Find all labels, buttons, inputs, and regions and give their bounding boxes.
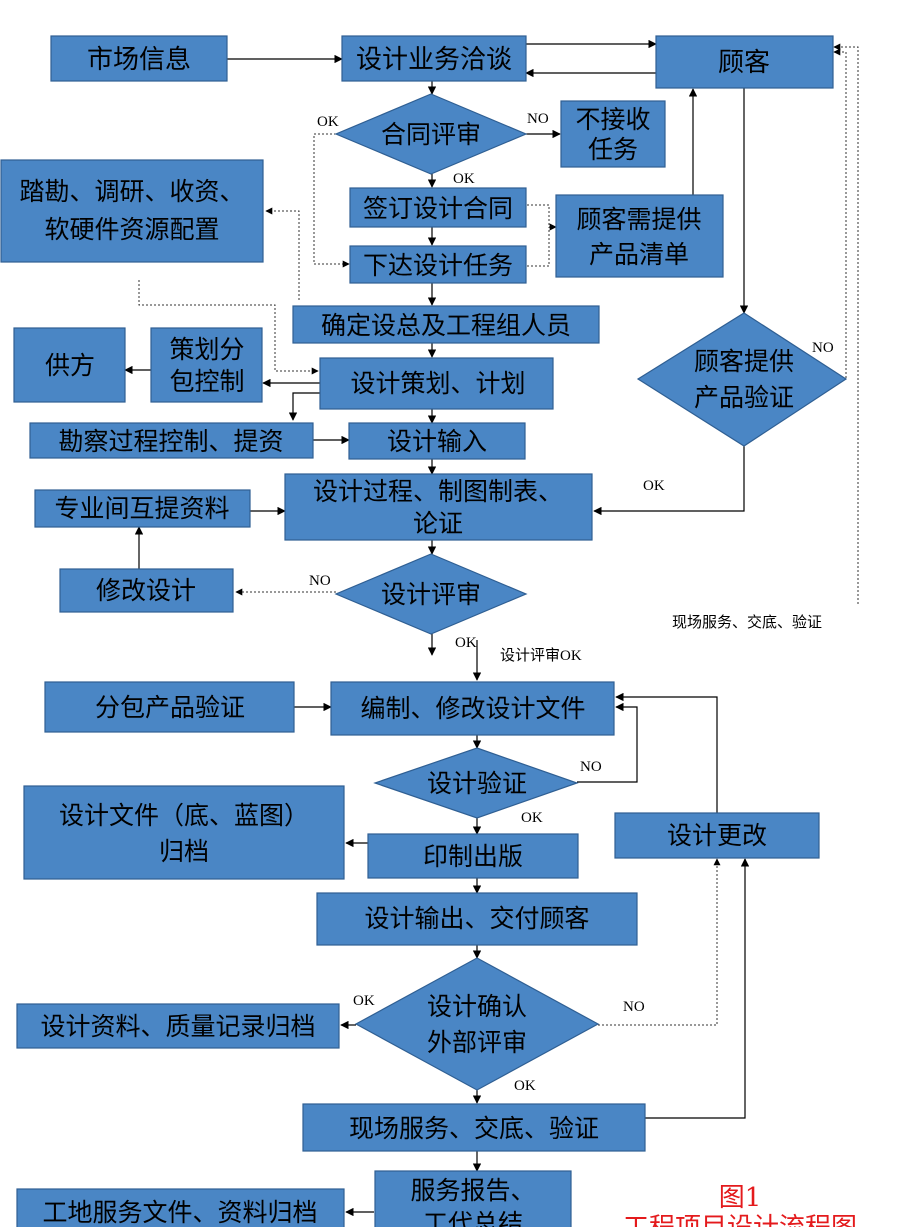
label-ok: OK bbox=[643, 478, 665, 494]
svg-text:软硬件资源配置: 软硬件资源配置 bbox=[44, 215, 219, 244]
node-market: 市场信息 bbox=[50, 35, 228, 82]
decision-customer-verify: 顾客提供 产品验证 bbox=[636, 312, 848, 447]
svg-text:供方: 供方 bbox=[45, 351, 95, 380]
node-archive-docs: 设计文件（底、蓝图） 归档 bbox=[23, 785, 345, 880]
node-print: 印制出版 bbox=[367, 833, 579, 879]
svg-text:设计业务洽谈: 设计业务洽谈 bbox=[356, 45, 512, 75]
svg-text:设计输出、交付顾客: 设计输出、交付顾客 bbox=[364, 904, 589, 933]
node-reject: 不接收 任务 bbox=[560, 100, 666, 168]
node-planning: 设计策划、计划 bbox=[319, 357, 554, 410]
svg-text:服务报告、: 服务报告、 bbox=[410, 1176, 535, 1205]
node-customer-list: 顾客需提供 产品清单 bbox=[555, 194, 724, 278]
svg-text:市场信息: 市场信息 bbox=[87, 45, 191, 75]
svg-text:设计更改: 设计更改 bbox=[667, 821, 767, 850]
edges bbox=[124, 39, 750, 1217]
svg-text:论证: 论证 bbox=[413, 509, 463, 538]
decision-verification: 设计验证 bbox=[373, 747, 579, 819]
label-ok: OK bbox=[455, 635, 477, 651]
label-review-ok: 设计评审OK bbox=[500, 647, 582, 664]
node-compile: 编制、修改设计文件 bbox=[330, 681, 615, 736]
node-survey: 踏勘、调研、收资、 软硬件资源配置 bbox=[0, 159, 264, 263]
svg-text:任务: 任务 bbox=[588, 135, 638, 164]
svg-text:专业间互提资料: 专业间互提资料 bbox=[54, 494, 229, 523]
svg-text:下达设计任务: 下达设计任务 bbox=[363, 251, 513, 280]
node-sub-verify: 分包产品验证 bbox=[44, 681, 295, 733]
figure-number: 图1 bbox=[719, 1183, 762, 1213]
edge-labels: OK NO OK NO OK NO OK 设计评审OK NO OK OK NO … bbox=[309, 111, 834, 1094]
svg-text:策划分: 策划分 bbox=[169, 335, 244, 364]
node-negotiate: 设计业务洽谈 bbox=[341, 35, 527, 82]
dotted-edges bbox=[138, 43, 859, 1026]
node-site: 现场服务、交底、验证 bbox=[302, 1103, 646, 1152]
figure-caption: 工程项目设计流程图 bbox=[623, 1213, 857, 1227]
node-subcontract: 策划分 包控制 bbox=[150, 327, 263, 403]
label-no: NO bbox=[623, 999, 645, 1015]
node-report: 服务报告、 工代总结 bbox=[374, 1170, 572, 1227]
svg-text:包控制: 包控制 bbox=[169, 367, 244, 396]
label-ok: OK bbox=[514, 1078, 536, 1094]
svg-text:设计输入: 设计输入 bbox=[387, 427, 487, 456]
label-site-service: 现场服务、交底、验证 bbox=[672, 613, 822, 631]
svg-text:产品清单: 产品清单 bbox=[589, 240, 689, 269]
node-archive-quality: 设计资料、质量记录归档 bbox=[16, 1003, 340, 1049]
node-modify: 修改设计 bbox=[59, 568, 234, 613]
svg-text:设计验证: 设计验证 bbox=[427, 769, 527, 798]
svg-text:修改设计: 修改设计 bbox=[96, 576, 196, 605]
label-ok: OK bbox=[453, 171, 475, 187]
svg-text:勘察过程控制、提资: 勘察过程控制、提资 bbox=[58, 427, 283, 456]
node-survey-control: 勘察过程控制、提资 bbox=[29, 422, 314, 459]
node-sign: 签订设计合同 bbox=[349, 187, 527, 228]
label-ok: OK bbox=[353, 993, 375, 1009]
svg-text:外部评审: 外部评审 bbox=[427, 1028, 527, 1057]
svg-text:产品验证: 产品验证 bbox=[694, 383, 794, 412]
svg-text:工代总结: 工代总结 bbox=[423, 1209, 523, 1227]
svg-text:设计策划、计划: 设计策划、计划 bbox=[350, 369, 525, 398]
node-customer: 顾客 bbox=[655, 35, 834, 89]
svg-text:现场服务、交底、验证: 现场服务、交底、验证 bbox=[349, 1114, 599, 1143]
node-input: 设计输入 bbox=[348, 422, 526, 460]
node-output: 设计输出、交付顾客 bbox=[316, 892, 638, 946]
svg-text:不接收: 不接收 bbox=[575, 105, 650, 134]
svg-text:设计过程、制图制表、: 设计过程、制图制表、 bbox=[313, 477, 563, 506]
label-no: NO bbox=[580, 759, 602, 775]
svg-text:顾客需提供: 顾客需提供 bbox=[576, 205, 701, 234]
node-supplier: 供方 bbox=[13, 327, 126, 403]
svg-text:编制、修改设计文件: 编制、修改设计文件 bbox=[360, 694, 585, 723]
node-process: 设计过程、制图制表、 论证 bbox=[284, 473, 593, 541]
svg-text:设计资料、质量记录归档: 设计资料、质量记录归档 bbox=[40, 1012, 315, 1041]
svg-text:设计文件（底、蓝图）: 设计文件（底、蓝图） bbox=[59, 801, 309, 830]
svg-text:合同评审: 合同评审 bbox=[381, 120, 481, 149]
svg-text:印制出版: 印制出版 bbox=[423, 842, 523, 871]
svg-text:顾客: 顾客 bbox=[718, 48, 770, 78]
label-no: NO bbox=[527, 111, 549, 127]
svg-text:顾客提供: 顾客提供 bbox=[694, 347, 794, 376]
node-issue: 下达设计任务 bbox=[349, 245, 527, 284]
node-archive-site: 工地服务文件、资料归档 bbox=[16, 1188, 345, 1227]
svg-text:签订设计合同: 签订设计合同 bbox=[363, 194, 513, 223]
svg-text:工地服务文件、资料归档: 工地服务文件、资料归档 bbox=[42, 1198, 317, 1227]
svg-text:设计确认: 设计确认 bbox=[427, 992, 527, 1021]
node-staff: 确定设总及工程组人员 bbox=[292, 305, 600, 344]
decision-design-review: 设计评审 bbox=[334, 553, 528, 635]
svg-text:踏勘、调研、收资、: 踏勘、调研、收资、 bbox=[19, 177, 244, 206]
label-ok: OK bbox=[521, 810, 543, 826]
decision-contract-review: 合同评审 bbox=[334, 93, 528, 175]
svg-text:设计评审: 设计评审 bbox=[381, 580, 481, 609]
node-change: 设计更改 bbox=[614, 812, 820, 859]
node-mutual: 专业间互提资料 bbox=[34, 489, 251, 528]
svg-text:归档: 归档 bbox=[159, 837, 209, 866]
label-no: NO bbox=[309, 573, 331, 589]
svg-text:分包产品验证: 分包产品验证 bbox=[95, 693, 245, 722]
svg-text:确定设总及工程组人员: 确定设总及工程组人员 bbox=[321, 311, 571, 340]
decision-confirm: 设计确认 外部评审 bbox=[354, 957, 600, 1091]
label-ok: OK bbox=[317, 114, 339, 130]
label-no: NO bbox=[812, 340, 834, 356]
